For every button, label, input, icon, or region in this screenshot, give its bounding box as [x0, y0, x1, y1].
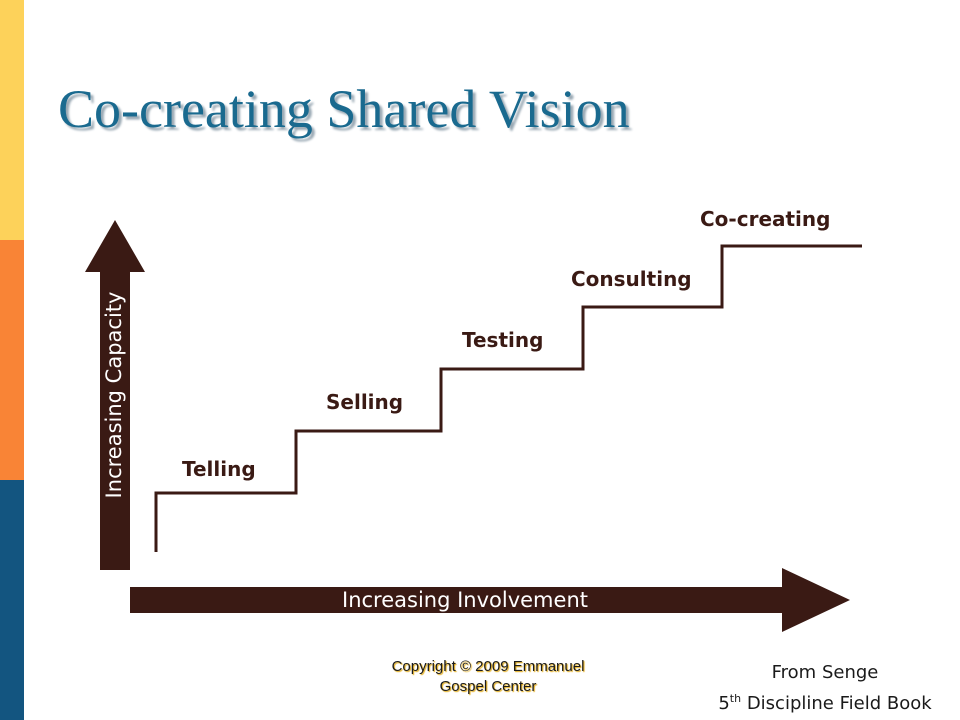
sidebar-accent-top	[0, 0, 24, 240]
source-ordinal-suffix: th	[729, 692, 742, 705]
involvement-arrow	[130, 568, 850, 632]
source-number: 5	[718, 693, 730, 714]
staircase-line	[154, 244, 862, 552]
capacity-arrow-label: Increasing Capacity	[102, 292, 126, 499]
copyright-line-2: Gospel Center	[439, 678, 537, 695]
step-label-co-creating: Co-creating	[700, 207, 830, 231]
source-line-2: 5th Discipline Field Book	[680, 686, 960, 717]
copyright-notice: Copyright © 2009 Emmanuel Gospel Center	[338, 657, 638, 697]
source-line-1: From Senge	[771, 662, 879, 683]
step-label-testing: Testing	[462, 328, 543, 352]
step-label-telling: Telling	[182, 457, 256, 481]
sidebar-accent-bottom	[0, 480, 24, 720]
source-book-title: Discipline Field Book	[741, 693, 932, 714]
source-citation: From Senge 5th Discipline Field Book	[680, 660, 960, 717]
step-label-consulting: Consulting	[571, 267, 692, 291]
involvement-arrow-label: Increasing Involvement	[342, 588, 588, 612]
copyright-line-1: Copyright © 2009 Emmanuel	[391, 658, 585, 675]
step-label-selling: Selling	[326, 390, 403, 414]
capacity-arrow	[85, 220, 145, 570]
sidebar-accent-middle	[0, 240, 24, 480]
slide-title: Co-creating Shared Vision	[58, 79, 630, 139]
